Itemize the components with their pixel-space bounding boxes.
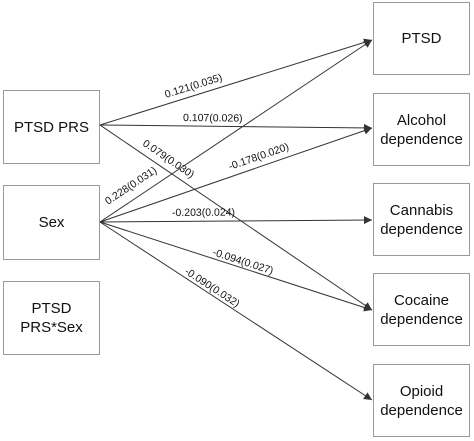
predictor-box-ptsd-prs-sex: PTSD PRS*Sex	[3, 281, 100, 355]
path-arrow-ptsd-prs-to-ptsd	[99, 38, 373, 126]
predictor-box-ptsd-prs: PTSD PRS	[3, 90, 100, 164]
path-arrow-ptsd-prs-to-alcohol-dependence	[99, 123, 373, 132]
path-coefficient-label: 0.107(0.026)	[183, 112, 243, 125]
path-arrow-ptsd-prs-to-cocaine-dependence	[99, 124, 373, 311]
path-coefficient-label: -0.094(0.027)	[211, 246, 275, 277]
outcome-box-opioid-dependence: Opioid dependence	[373, 364, 470, 437]
predictor-label: PTSD PRS	[13, 118, 89, 136]
outcome-label: Alcohol	[396, 111, 447, 129]
path-arrow-sex-to-cannabis-dependence	[99, 216, 373, 225]
outcome-box-cocaine-dependence: Cocaine dependence	[373, 273, 470, 346]
outcome-label: Cannabis	[389, 201, 454, 219]
outcome-box-ptsd: PTSD	[373, 2, 470, 75]
outcome-label: dependence	[380, 220, 463, 238]
outcome-box-alcohol-dependence: Alcohol dependence	[373, 93, 470, 166]
outcome-box-cannabis-dependence: Cannabis dependence	[373, 183, 470, 256]
predictor-box-sex: Sex	[3, 185, 100, 260]
predictor-label: PRS*Sex	[20, 319, 83, 336]
predictor-label: PTSD	[31, 300, 72, 317]
outcome-label: PTSD	[401, 30, 442, 47]
outcome-label: Cocaine	[393, 291, 450, 309]
path-arrow-sex-to-ptsd	[99, 39, 373, 223]
path-coefficient-label: -0.203(0.024)	[172, 207, 235, 219]
path-arrow-sex-to-alcohol-dependence	[99, 126, 373, 223]
outcome-label: dependence	[380, 401, 463, 419]
path-coefficient-label: -0.090(0.032)	[182, 265, 241, 310]
outcome-label: dependence	[380, 130, 463, 148]
path-coefficient-label: -0.178(0.020)	[227, 141, 291, 173]
outcome-label: Opioid	[399, 382, 444, 400]
path-coefficient-label: 0.121(0.035)	[163, 72, 223, 101]
path-arrow-sex-to-cocaine-dependence	[99, 221, 373, 312]
path-arrow-sex-to-opioid-dependence	[99, 221, 373, 401]
predictor-label: Sex	[38, 214, 65, 231]
outcome-label: dependence	[380, 310, 463, 328]
